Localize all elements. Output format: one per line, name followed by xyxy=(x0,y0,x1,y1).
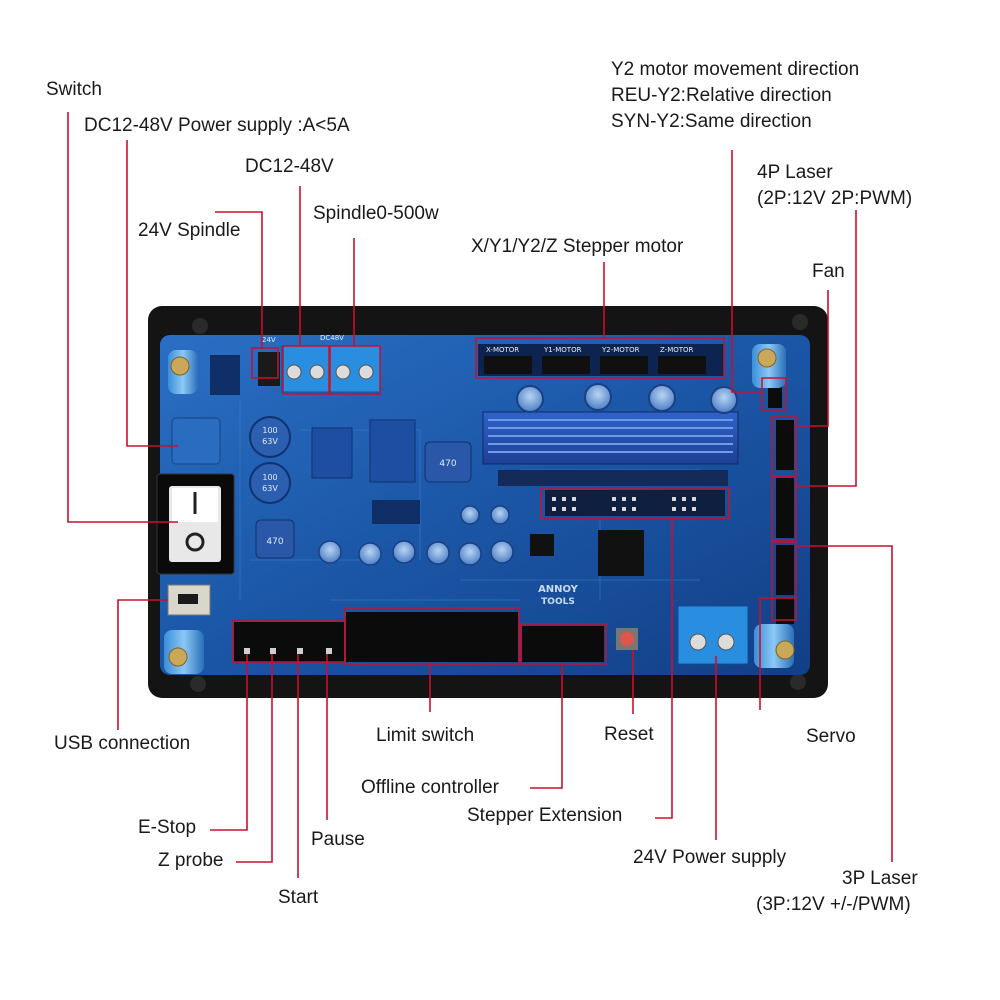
label-24v-power-supply: 24V Power supply xyxy=(633,847,787,868)
label-4p-laser-1: 4P Laser xyxy=(757,162,833,183)
svg-text:X-MOTOR: X-MOTOR xyxy=(486,346,519,354)
label-start: Start xyxy=(278,887,319,908)
svg-text:Y2-MOTOR: Y2-MOTOR xyxy=(601,346,640,354)
svg-text:ANNOY: ANNOY xyxy=(538,584,579,595)
capacitor-1: 100 63V xyxy=(249,416,291,458)
label-stepper-motor: X/Y1/Y2/Z Stepper motor xyxy=(471,236,684,257)
standoffs xyxy=(164,344,795,674)
svg-text:Y1-MOTOR: Y1-MOTOR xyxy=(543,346,582,354)
label-y2-direction-3: SYN-Y2:Same direction xyxy=(611,111,812,132)
terminal-24v-supply xyxy=(677,605,749,665)
label-power-supply: DC12-48V Power supply :A<5A xyxy=(84,115,350,136)
inductor-2 xyxy=(424,441,472,483)
label-fan: Fan xyxy=(812,261,845,282)
svg-text:100: 100 xyxy=(262,473,277,482)
svg-text:470: 470 xyxy=(439,459,456,469)
label-pause: Pause xyxy=(311,829,365,850)
board-logo: ANNOY TOOLS xyxy=(538,584,579,607)
inductor-1 xyxy=(255,519,295,559)
svg-text:TOOLS: TOOLS xyxy=(541,597,575,607)
label-e-stop: E-Stop xyxy=(138,817,197,838)
motor-headers: X-MOTOR Y1-MOTOR Y2-MOTOR Z-MOTOR xyxy=(478,344,724,376)
svg-text:63V: 63V xyxy=(262,437,278,446)
label-4p-laser-2: (2P:12V 2P:PWM) xyxy=(757,188,913,209)
label-y2-direction-2: REU-Y2:Relative direction xyxy=(611,85,832,106)
svg-text:100: 100 xyxy=(262,426,277,435)
svg-text:63V: 63V xyxy=(262,484,278,493)
bottom-headers xyxy=(234,612,604,662)
label-spindle-0-500w: Spindle0-500w xyxy=(313,203,439,224)
label-offline-controller: Offline controller xyxy=(361,777,499,798)
terminal-24v xyxy=(258,352,280,386)
label-24v-spindle: 24V Spindle xyxy=(138,220,241,241)
highlight-boxes xyxy=(232,337,797,665)
power-switch xyxy=(156,473,235,575)
label-usb-connection: USB connection xyxy=(54,733,191,754)
label-y2-direction-1: Y2 motor movement direction xyxy=(611,59,860,80)
label-reset: Reset xyxy=(604,724,654,745)
label-stepper-extension: Stepper Extension xyxy=(467,805,623,826)
label-switch: Switch xyxy=(46,79,102,100)
svg-text:24V: 24V xyxy=(262,336,276,344)
label-limit-switch: Limit switch xyxy=(376,725,475,746)
label-3p-laser-2: (3P:12V +/-/PWM) xyxy=(756,894,911,915)
label-servo: Servo xyxy=(806,726,856,747)
label-z-probe: Z probe xyxy=(158,850,224,871)
svg-text:470: 470 xyxy=(266,537,283,547)
svg-text:DC48V: DC48V xyxy=(320,334,344,342)
label-3p-laser-1: 3P Laser xyxy=(842,868,918,889)
leader-lines xyxy=(67,112,893,878)
svg-text:Z-MOTOR: Z-MOTOR xyxy=(660,346,694,354)
label-dc12-48v: DC12-48V xyxy=(245,156,334,177)
capacitor-2: 100 63V xyxy=(249,462,291,504)
